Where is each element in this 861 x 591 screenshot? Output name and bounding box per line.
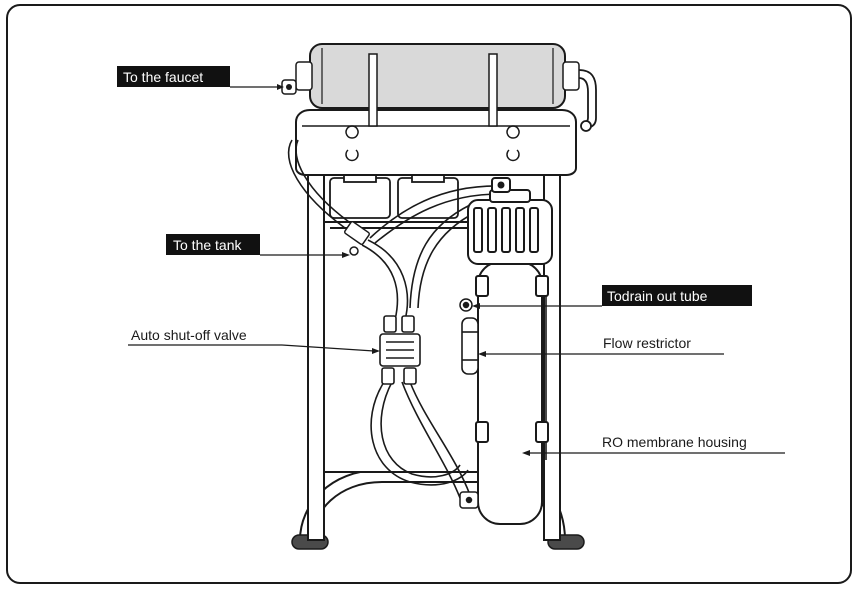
ro-membrane-housing (467, 177, 553, 525)
callout-flow-restrictor: Flow restrictor (478, 335, 724, 357)
bottom-elbow-fitting (459, 491, 479, 509)
callout-to-the-tank: To the tank (166, 234, 350, 258)
label-to-the-faucet: To the faucet (123, 69, 203, 85)
filter-housings-row (329, 173, 459, 219)
auto-shutoff-valve (379, 315, 421, 385)
label-to-drain-out-tube: Todrain out tube (607, 288, 708, 304)
flow-restrictor (461, 317, 479, 375)
label-auto-shutoff-valve: Auto shut-off valve (131, 327, 247, 343)
faucet-fitting (281, 79, 297, 95)
inline-post-filter (295, 43, 580, 127)
callout-to-the-faucet: To the faucet (117, 66, 284, 90)
label-flow-restrictor: Flow restrictor (603, 335, 691, 351)
top-bracket (295, 109, 577, 176)
diagram-frame (6, 4, 852, 584)
callout-to-drain-out-tube: Todrain out tube (472, 285, 752, 309)
callout-ro-membrane-housing: RO membrane housing (522, 434, 785, 456)
callout-auto-shutoff-valve: Auto shut-off valve (128, 327, 380, 354)
label-to-the-tank: To the tank (173, 237, 242, 253)
right-elbow-tube (578, 69, 597, 132)
tank-tee-fitting (344, 220, 370, 256)
label-ro-membrane-housing: RO membrane housing (602, 434, 747, 450)
drain-fitting (459, 298, 473, 312)
